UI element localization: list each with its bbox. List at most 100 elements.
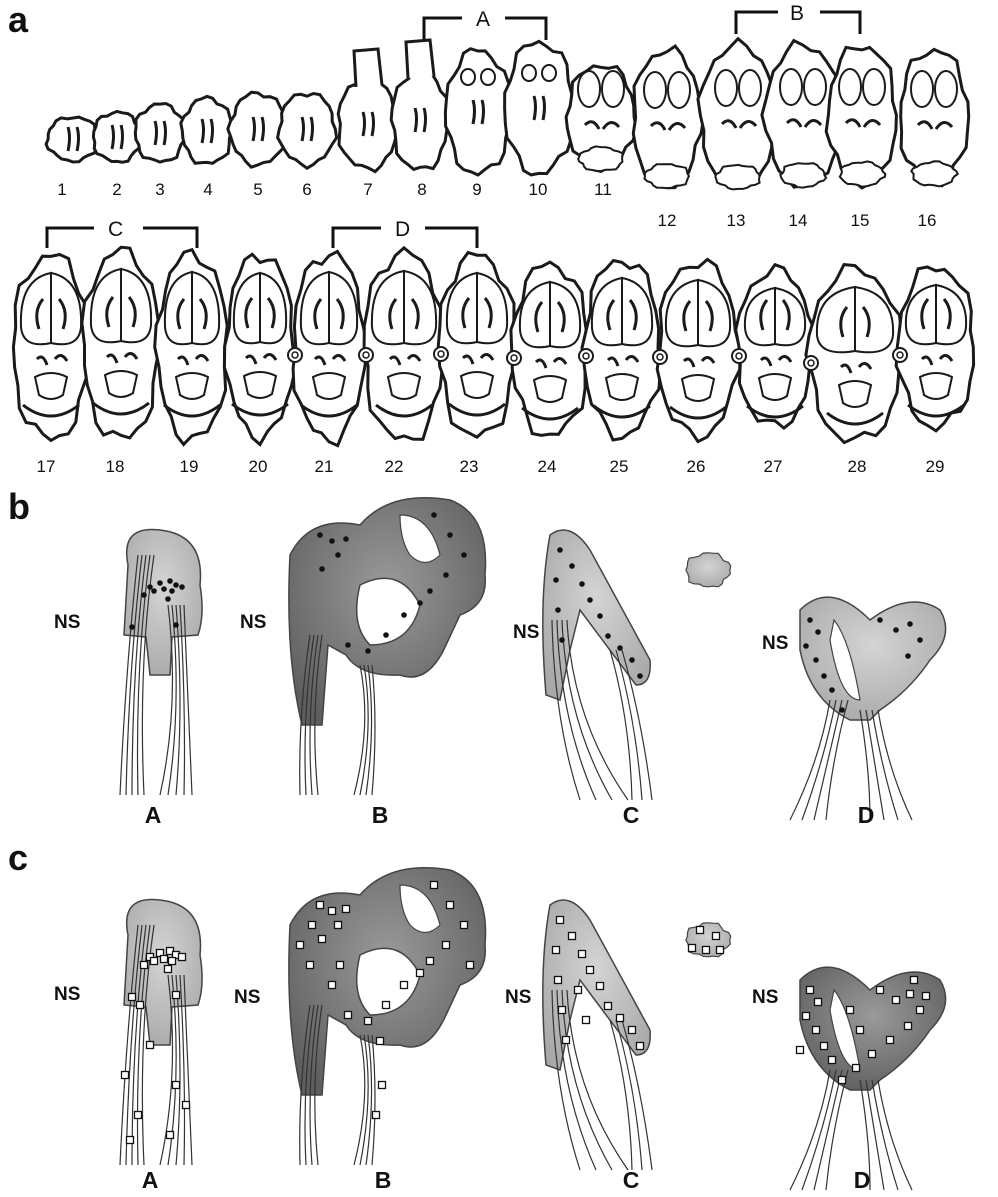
cell-dot xyxy=(165,596,171,602)
cell-square xyxy=(869,1051,876,1058)
cell-dot xyxy=(401,612,407,618)
cell-square xyxy=(179,954,186,961)
ns-label: NS xyxy=(752,987,778,1008)
cell-square xyxy=(563,1037,570,1044)
cell-dot xyxy=(597,613,603,619)
section-number: 17 xyxy=(37,457,56,476)
cell-square xyxy=(329,908,336,915)
cell-dot xyxy=(461,552,467,558)
section-number: 1 xyxy=(57,180,66,199)
cell-dot xyxy=(157,580,163,586)
section-number: 13 xyxy=(727,211,746,230)
cell-dot xyxy=(129,624,135,630)
brain-sections xyxy=(13,39,973,446)
cell-dot xyxy=(905,653,911,659)
cell-dot xyxy=(173,582,179,588)
cell-square xyxy=(383,1002,390,1009)
cell-dot xyxy=(553,577,559,583)
group-label: B xyxy=(372,802,389,828)
section-number: 15 xyxy=(851,211,870,230)
reconstruction-C xyxy=(543,530,731,800)
cell-square xyxy=(141,962,148,969)
cell-square xyxy=(605,1003,612,1010)
reconstruction-B xyxy=(289,868,486,1165)
cell-dot xyxy=(447,532,453,538)
cell-square xyxy=(343,906,350,913)
section-number: 19 xyxy=(180,457,199,476)
section-number: 21 xyxy=(315,457,334,476)
cell-dot xyxy=(813,657,819,663)
cell-square xyxy=(847,1007,854,1014)
cell-square xyxy=(597,983,604,990)
cell-dot xyxy=(629,657,635,663)
brain-section xyxy=(633,46,703,188)
bracket-label-a: A xyxy=(476,8,490,31)
cell-dot xyxy=(443,572,449,578)
cell-square xyxy=(335,922,342,929)
cell-square xyxy=(165,966,172,973)
cell-square xyxy=(703,947,710,954)
cell-square xyxy=(803,1013,810,1020)
cell-dot xyxy=(815,629,821,635)
cell-square xyxy=(587,967,594,974)
cell-square xyxy=(815,999,822,1006)
cell-square xyxy=(345,1012,352,1019)
section-number: 26 xyxy=(687,457,706,476)
section-number: 25 xyxy=(610,457,629,476)
bracket-label-b: B xyxy=(790,2,804,25)
cell-square xyxy=(431,882,438,889)
section-number: 12 xyxy=(658,211,677,230)
section-number: 18 xyxy=(106,457,125,476)
cell-square xyxy=(617,1015,624,1022)
cell-square xyxy=(717,947,724,954)
cell-dot xyxy=(557,547,563,553)
cell-square xyxy=(557,917,564,924)
cell-dot xyxy=(829,687,835,693)
brain-section xyxy=(46,117,100,162)
brain-section xyxy=(228,92,286,167)
section-number: 29 xyxy=(926,457,945,476)
cell-dot xyxy=(839,707,845,713)
cell-dot xyxy=(893,627,899,633)
cell-dot xyxy=(617,645,623,651)
cell-dot xyxy=(917,637,923,643)
cell-square xyxy=(553,947,560,954)
cell-square xyxy=(893,997,900,1004)
reconstruction-D xyxy=(790,597,946,820)
cell-square xyxy=(917,1007,924,1014)
section-number: 6 xyxy=(302,180,311,199)
cell-square xyxy=(905,1023,912,1030)
panel-label-c: c xyxy=(8,837,28,878)
brain-section xyxy=(278,94,337,169)
cell-square xyxy=(829,1057,836,1064)
cell-square xyxy=(583,1017,590,1024)
section-number: 9 xyxy=(472,180,481,199)
cell-square xyxy=(147,1042,154,1049)
cell-square xyxy=(183,1102,190,1109)
cell-square xyxy=(401,982,408,989)
cell-dot xyxy=(569,563,575,569)
cell-square xyxy=(309,922,316,929)
group-label: C xyxy=(623,1167,640,1193)
cell-dot xyxy=(317,532,323,538)
cell-dot xyxy=(343,536,349,542)
section-number: 8 xyxy=(417,180,426,199)
ns-label: NS xyxy=(54,612,80,633)
panel-label-b: b xyxy=(8,486,30,527)
cell-square xyxy=(365,1018,372,1025)
group-label: B xyxy=(375,1167,392,1193)
cell-square xyxy=(821,1043,828,1050)
brain-section xyxy=(901,49,969,186)
section-number: 11 xyxy=(594,180,612,199)
brain-section xyxy=(135,104,185,163)
cell-square xyxy=(173,1082,180,1089)
cell-dot xyxy=(427,588,433,594)
cell-square xyxy=(317,902,324,909)
section-number: 27 xyxy=(764,457,783,476)
cell-dot xyxy=(807,617,813,623)
section-number: 10 xyxy=(529,180,548,199)
cell-square xyxy=(137,1002,144,1009)
section-number: 3 xyxy=(155,180,164,199)
cell-square xyxy=(797,1047,804,1054)
